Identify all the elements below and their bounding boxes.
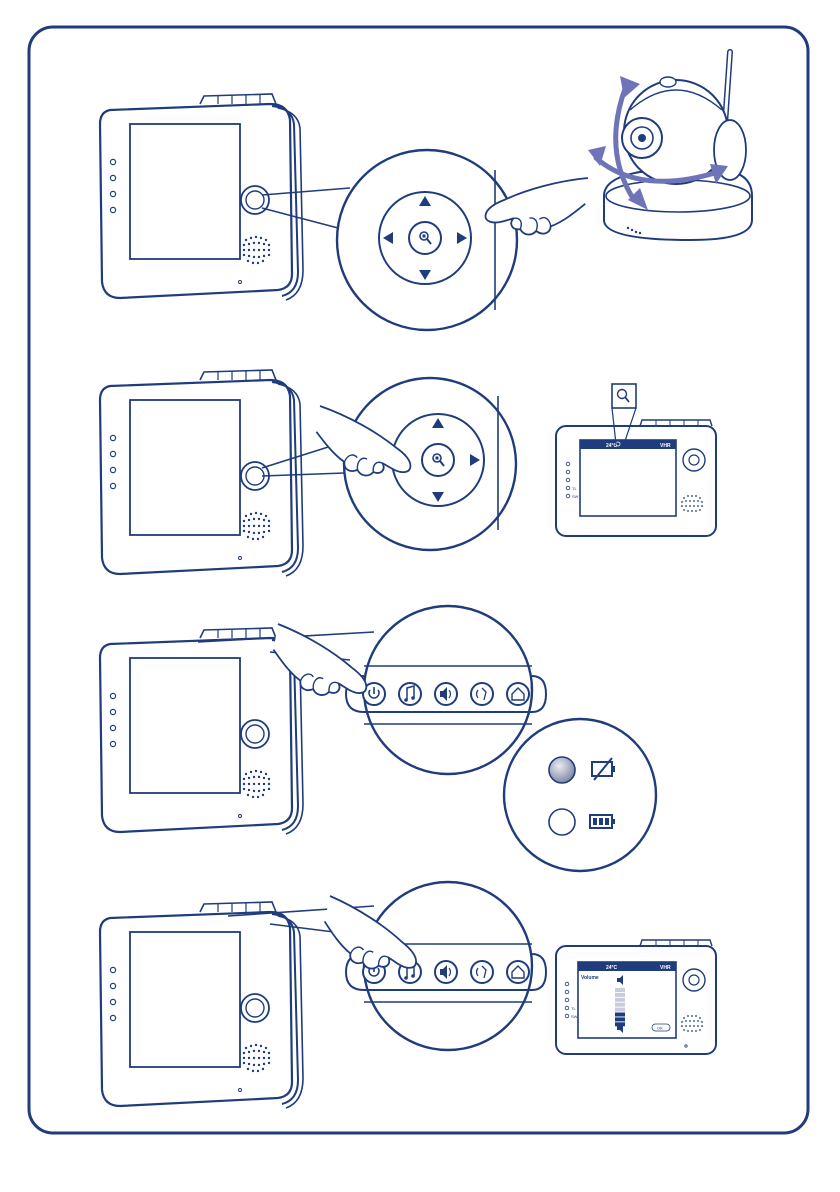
vol-side-label-sw: SW [571, 1014, 578, 1019]
vol-status-vhr: VHR [660, 965, 671, 971]
talk-button-4[interactable] [471, 961, 493, 983]
volume-segment [615, 1013, 625, 1017]
volume-segment [615, 1008, 625, 1012]
volume-title: Volume [581, 975, 599, 981]
talk-button[interactable] [471, 683, 493, 705]
monitor-step2 [100, 370, 303, 576]
step-pan-tilt [100, 52, 752, 330]
music-button[interactable] [399, 683, 421, 705]
vol-side-label-tl: TL [571, 1006, 576, 1011]
zoom-center-button-2[interactable] [422, 444, 454, 476]
led-state-callout [504, 719, 656, 871]
volume-segment [615, 988, 625, 992]
small-monitor-volume: 24°C VHR Volume OK TL SW [556, 940, 716, 1054]
step-power [100, 606, 656, 871]
zoom-icon-callout [612, 384, 636, 408]
home-button-4[interactable] [507, 961, 529, 983]
side-label-tl: TL [572, 486, 577, 491]
small-monitor-zoom: 24°C VHR TL SW [556, 384, 716, 536]
volume-segment [615, 1017, 625, 1021]
step-zoom: 24°C VHR TL SW [100, 370, 716, 576]
vol-status-temperature: 24°C [606, 965, 618, 971]
volume-segment [615, 993, 625, 997]
volume-segment [615, 1003, 625, 1007]
ok-label: OK [657, 1026, 663, 1031]
monitor-step1 [100, 94, 303, 300]
monitor-step4 [100, 902, 303, 1108]
step-volume: 24°C VHR Volume OK TL SW [100, 882, 716, 1108]
monitor-step3 [100, 628, 303, 834]
led-empty [549, 809, 575, 835]
zoom-center-button[interactable] [409, 222, 441, 254]
status-vhr: VHR [660, 443, 671, 449]
volume-segment [615, 998, 625, 1002]
side-label-sw: SW [572, 494, 579, 499]
led-filled-grey [549, 757, 575, 783]
volume-segment [615, 1022, 625, 1026]
home-button[interactable] [507, 683, 529, 705]
